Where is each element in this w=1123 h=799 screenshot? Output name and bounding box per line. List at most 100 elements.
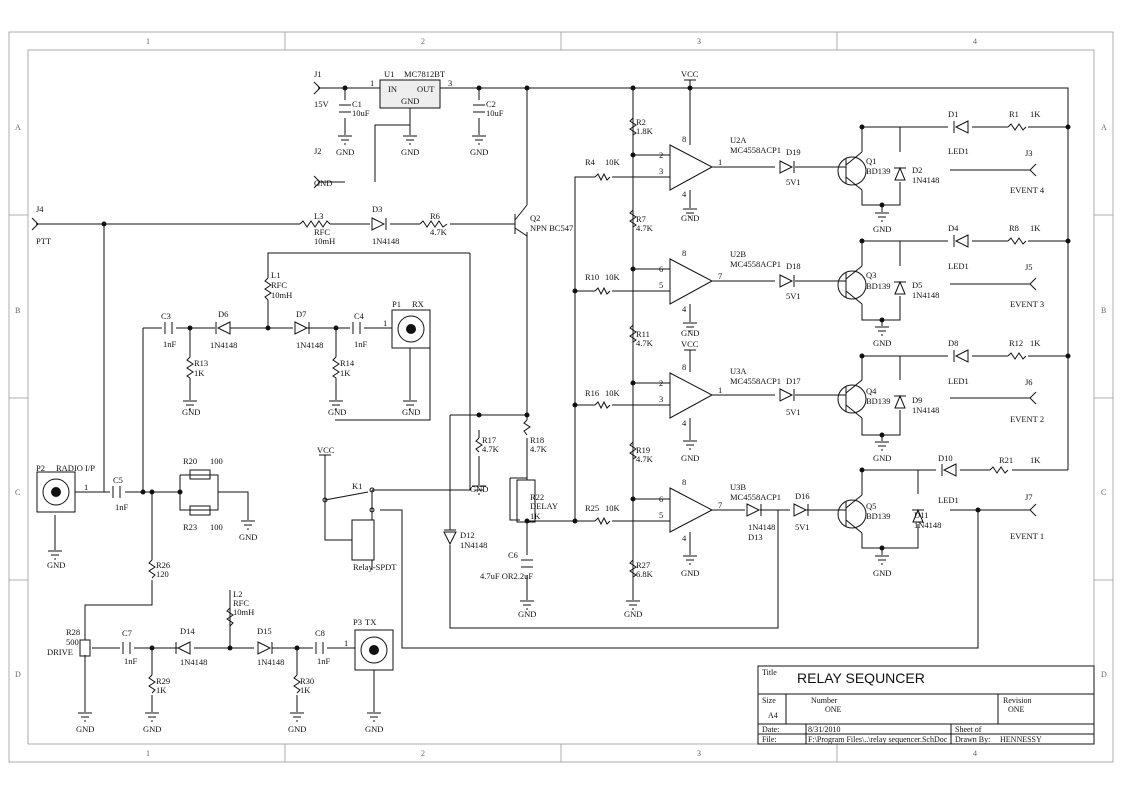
op-amps [669, 144, 714, 533]
label-gnd-c2: GND [470, 147, 488, 157]
label-r28-value: 500 [66, 637, 79, 647]
tb-size: A4 [768, 711, 778, 720]
label-gnd-u3a: GND [681, 453, 699, 463]
label-c4: C4 [354, 311, 365, 321]
label-u3b-pin4: 4 [682, 533, 687, 543]
label-q2: Q2 [530, 213, 540, 223]
label-u2b-pin4: 4 [682, 304, 687, 314]
label-u2b: U2B [730, 249, 746, 259]
label-d7-value: 1N4148 [296, 340, 323, 350]
label-q1: Q1 [866, 156, 876, 166]
label-p2-pin: 1 [84, 482, 88, 492]
label-event-2: EVENT 2 [1010, 414, 1044, 424]
label-gnd-q4: GND [873, 453, 891, 463]
label-d18-value: 5V1 [786, 291, 801, 301]
label-u1-part: MC7812BT [404, 69, 446, 79]
label-u2a: U2A [730, 135, 747, 145]
zone-col-2: 2 [421, 37, 425, 46]
tb-revision-label: Revision [1003, 696, 1031, 705]
label-q5-value: BD139 [866, 511, 891, 521]
label-r26: R26 [156, 560, 170, 570]
label-j6: J6 [1025, 377, 1033, 387]
label-event-3: EVENT 3 [1010, 299, 1044, 309]
label-r4: R4 [585, 157, 596, 167]
tb-date-label: Date: [762, 725, 779, 734]
label-d2: D2 [912, 165, 922, 175]
label-d17-value: 5V1 [786, 407, 801, 417]
label-r13-value: 1K [194, 368, 205, 378]
label-d1-value: LED1 [948, 146, 969, 156]
label-r7-value: 4.7K [636, 223, 654, 233]
wires [36, 80, 1069, 712]
label-j4: J4 [36, 204, 44, 214]
zone-ticks [9, 32, 1113, 762]
label-l1-value: 10mH [271, 290, 292, 300]
label-u2a-pin3: 3 [659, 166, 663, 176]
label-d16-value: 5V1 [795, 522, 810, 532]
u1-regulator-body [379, 79, 441, 109]
label-p2: P2 [36, 463, 45, 473]
label-r26-value: 120 [156, 569, 169, 579]
label-u3b: U3B [730, 482, 746, 492]
zone-row-d-right: D [1101, 670, 1107, 679]
label-gnd-p1: GND [402, 407, 420, 417]
label-r12-value: 1K [1030, 338, 1041, 348]
tb-drawn-label: Drawn By: [955, 735, 990, 744]
inner-border [27, 49, 1095, 745]
label-d11: D11 [914, 510, 928, 520]
label-r27-value: 6.8K [636, 569, 654, 579]
title-block: Title RELAY SEQUNCER Size A4 Number ONE … [757, 665, 1095, 745]
tb-size-label: Size [762, 696, 776, 705]
label-gnd-r29: GND [143, 724, 161, 734]
label-p3: P3 [353, 617, 362, 627]
label-u3b-pin7: 7 [718, 500, 722, 510]
label-c8-value: 1nF [317, 656, 331, 666]
zone-col-2-bottom: 2 [421, 749, 425, 758]
label-u2b-pin7: 7 [718, 271, 722, 281]
label-gnd-r30: GND [288, 724, 306, 734]
label-gnd-p3: GND [365, 724, 383, 734]
tb-title: RELAY SEQUNCER [797, 670, 925, 686]
label-u1-out: OUT [417, 84, 435, 94]
label-c4-value: 1nF [354, 339, 368, 349]
label-u2a-pin1: 1 [718, 157, 722, 167]
label-r2: R2 [636, 117, 646, 127]
zone-col-4: 4 [973, 37, 977, 46]
label-l2: L2 [233, 589, 242, 599]
tb-drawn-by: HENNESSY [1000, 735, 1042, 744]
tb-title-label: Title [762, 668, 777, 677]
label-p3-value: TX [365, 617, 376, 627]
label-gnd-p2: GND [47, 560, 65, 570]
zone-row-a-right: A [1101, 123, 1107, 132]
zone-labels: 1 2 3 4 1 2 3 4 A B C D A B C D [15, 37, 1107, 758]
label-p2-value: RADIO I/P [56, 463, 95, 473]
label-r13: R13 [194, 358, 208, 368]
label-d7: D7 [296, 309, 306, 319]
label-c8: C8 [315, 628, 325, 638]
tb-number-label: Number [811, 696, 838, 705]
label-u2b-pin5: 5 [659, 280, 663, 290]
label-c5: C5 [113, 475, 123, 485]
label-d9-value: 1N4148 [912, 405, 939, 415]
label-c1-value: 10uF [352, 108, 370, 118]
label-u1-in: IN [388, 84, 397, 94]
label-p1: P1 [392, 299, 401, 309]
label-l3-rfc: RFC [314, 227, 330, 237]
label-k1: K1 [352, 481, 362, 491]
label-d5: D5 [912, 280, 922, 290]
label-gnd-u3b: GND [681, 568, 699, 578]
label-d10-value: LED1 [938, 495, 959, 505]
label-r30-value: 1K [300, 685, 311, 695]
label-q3: Q3 [866, 270, 876, 280]
zone-col-1: 1 [146, 37, 150, 46]
label-d1: D1 [948, 109, 958, 119]
label-gnd-r20: GND [239, 532, 257, 542]
label-vcc-relay: VCC [317, 445, 335, 455]
label-vcc-u3: VCC [681, 339, 699, 349]
label-j4-value: PTT [36, 236, 52, 246]
zone-col-3: 3 [697, 37, 701, 46]
label-d4-value: LED1 [948, 261, 969, 271]
label-u3a-pin8: 8 [682, 362, 686, 372]
